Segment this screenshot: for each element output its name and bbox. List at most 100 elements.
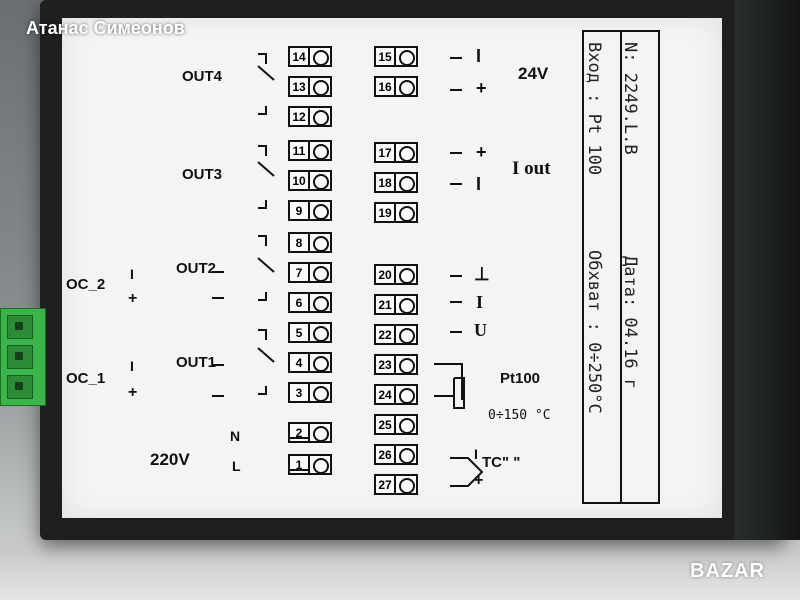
screw-icon	[310, 232, 332, 253]
minus-sign: I	[476, 174, 482, 194]
terminal-number: 24	[374, 384, 396, 405]
watermark-text: Атанас Симеонов	[26, 18, 185, 38]
terminal-number: 11	[288, 140, 310, 161]
terminal-21: 21	[374, 294, 418, 315]
tc-minus: I	[474, 446, 478, 462]
terminal-number: 9	[288, 200, 310, 221]
terminal-10: 10	[288, 170, 332, 191]
screw-icon	[310, 170, 332, 191]
screw-icon	[396, 46, 418, 67]
terminal-number: 15	[374, 46, 396, 67]
terminal-number: 19	[374, 202, 396, 223]
terminal-number: 26	[374, 444, 396, 465]
screw-icon	[310, 46, 332, 67]
terminal-18: 18	[374, 172, 418, 193]
terminal-number: 22	[374, 324, 396, 345]
screw-icon	[396, 142, 418, 163]
terminal-7: 7	[288, 262, 332, 283]
terminal-number: 16	[374, 76, 396, 97]
screw-icon	[310, 352, 332, 373]
screw-icon	[310, 422, 332, 443]
screw-icon	[396, 76, 418, 97]
oc1-label: OC_1	[66, 370, 106, 387]
screw-icon	[310, 454, 332, 475]
terminal-number: 5	[288, 322, 310, 343]
terminal-26: 26	[374, 444, 418, 465]
screw-icon	[310, 292, 332, 313]
terminal-22: 22	[374, 324, 418, 345]
terminal-number: 6	[288, 292, 310, 313]
neutral-label: N	[230, 428, 241, 444]
terminal-12: 12	[288, 106, 332, 127]
terminal-number: 20	[374, 264, 396, 285]
oc2-plus: +	[128, 290, 138, 307]
terminal-number: 13	[288, 76, 310, 97]
terminal-11: 11	[288, 140, 332, 161]
power-label: 220V	[150, 450, 190, 469]
green-terminal-connector	[0, 308, 46, 406]
number-field: N: 2249.L.B	[620, 42, 640, 155]
screw-icon	[310, 322, 332, 343]
terminal-9: 9	[288, 200, 332, 221]
device-edge	[735, 0, 800, 540]
terminal-number: 14	[288, 46, 310, 67]
info-column-right	[618, 30, 660, 504]
terminal-20: 20	[374, 264, 418, 285]
terminal-number: 23	[374, 354, 396, 375]
perp-symbol: ⊥	[474, 264, 490, 284]
oc1-minus: I	[130, 358, 134, 374]
minus-sign: I	[476, 46, 482, 66]
screw-icon	[396, 294, 418, 315]
screw-icon	[396, 324, 418, 345]
terminal-14: 14	[288, 46, 332, 67]
terminal-19: 19	[374, 202, 418, 223]
screw-icon	[396, 414, 418, 435]
pt100-label: Pt100	[500, 370, 541, 387]
i-symbol: I	[476, 292, 484, 312]
screw-icon	[396, 202, 418, 223]
info-column-left	[582, 30, 622, 504]
bazar-logo: BAZAR	[690, 560, 765, 582]
terminal-number: 17	[374, 142, 396, 163]
screw-icon	[310, 382, 332, 403]
terminal-17: 17	[374, 142, 418, 163]
terminal-25: 25	[374, 414, 418, 435]
u-symbol: U	[474, 320, 487, 340]
terminal-5: 5	[288, 322, 332, 343]
terminal-16: 16	[374, 76, 418, 97]
screw-icon	[310, 106, 332, 127]
terminal-6: 6	[288, 292, 332, 313]
terminal-number: 21	[374, 294, 396, 315]
iout-label: I out	[512, 158, 551, 179]
out4-label: OUT4	[182, 68, 223, 85]
oc2-minus: I	[130, 266, 134, 282]
terminal-8: 8	[288, 232, 332, 253]
oc1-plus: +	[128, 384, 138, 401]
terminal-number: 8	[288, 232, 310, 253]
terminal-number: 3	[288, 382, 310, 403]
wiring-symbols	[212, 53, 484, 487]
connector-pin	[7, 315, 33, 339]
terminal-15: 15	[374, 46, 418, 67]
terminal-number: 18	[374, 172, 396, 193]
input-field: Вход : Pt 100	[584, 42, 604, 176]
tc-label: TC" "	[482, 454, 521, 471]
screw-icon	[310, 262, 332, 283]
screw-icon	[396, 264, 418, 285]
out2-label: OUT2	[176, 260, 217, 277]
out3-label: OUT3	[182, 166, 223, 183]
tc-plus: +	[474, 472, 484, 489]
v24-label: 24V	[518, 64, 549, 83]
screw-icon	[310, 200, 332, 221]
date-field: Дата: 04.16 г	[620, 256, 640, 390]
screw-icon	[396, 384, 418, 405]
terminal-13: 13	[288, 76, 332, 97]
terminal-23: 23	[374, 354, 418, 375]
terminal-number: 10	[288, 170, 310, 191]
terminal-number: 4	[288, 352, 310, 373]
screw-icon	[310, 140, 332, 161]
terminal-3: 3	[288, 382, 332, 403]
line-label: L	[232, 458, 241, 474]
terminal-27: 27	[374, 474, 418, 495]
